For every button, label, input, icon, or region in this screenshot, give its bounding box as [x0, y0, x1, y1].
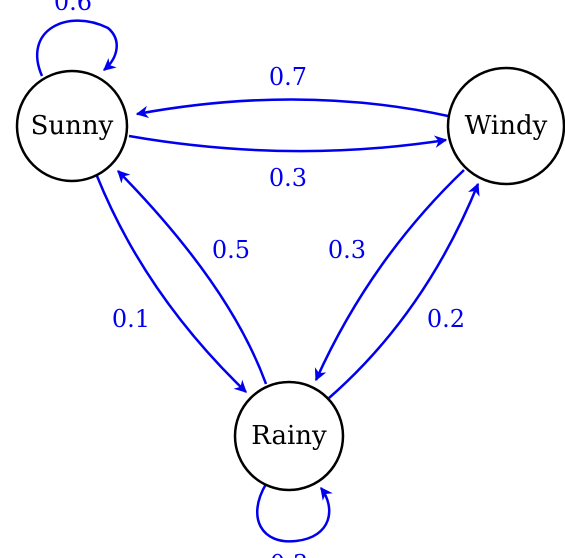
edge-rainy-sunny: [117, 170, 268, 385]
edge-label-rainy-windy: 0.2: [427, 305, 465, 333]
edge-sunny-sunny: [35, 19, 118, 77]
node-sunny: Sunny: [15, 69, 129, 183]
node-rainy: Rainy: [233, 380, 345, 492]
edge-sunny-windy: [128, 134, 448, 153]
edge-sunny-rainy: [95, 175, 247, 393]
edge-label-rainy-sunny: 0.5: [212, 236, 250, 264]
node-windy-label: Windy: [465, 111, 548, 141]
node-rainy-label: Rainy: [251, 421, 327, 451]
node-windy: Windy: [446, 66, 565, 186]
node-sunny-label: Sunny: [31, 111, 114, 141]
edge-label-sunny-sunny: 0.6: [54, 0, 92, 16]
edge-label-sunny-rainy: 0.1: [112, 305, 150, 333]
edge-windy-sunny: [135, 98, 449, 119]
edge-rainy-windy: [328, 182, 480, 399]
edge-label-windy-rainy: 0.3: [328, 236, 366, 264]
edge-windy-rainy: [314, 169, 465, 382]
node-windy-circle: [446, 66, 565, 186]
node-sunny-circle: [15, 69, 129, 183]
edge-label-rainy-rainy: 0.3: [270, 550, 308, 558]
edge-label-windy-sunny: 0.7: [269, 63, 307, 91]
node-rainy-circle: [233, 380, 345, 492]
edge-label-sunny-windy: 0.3: [269, 164, 307, 192]
edge-rainy-rainy: [256, 483, 333, 543]
